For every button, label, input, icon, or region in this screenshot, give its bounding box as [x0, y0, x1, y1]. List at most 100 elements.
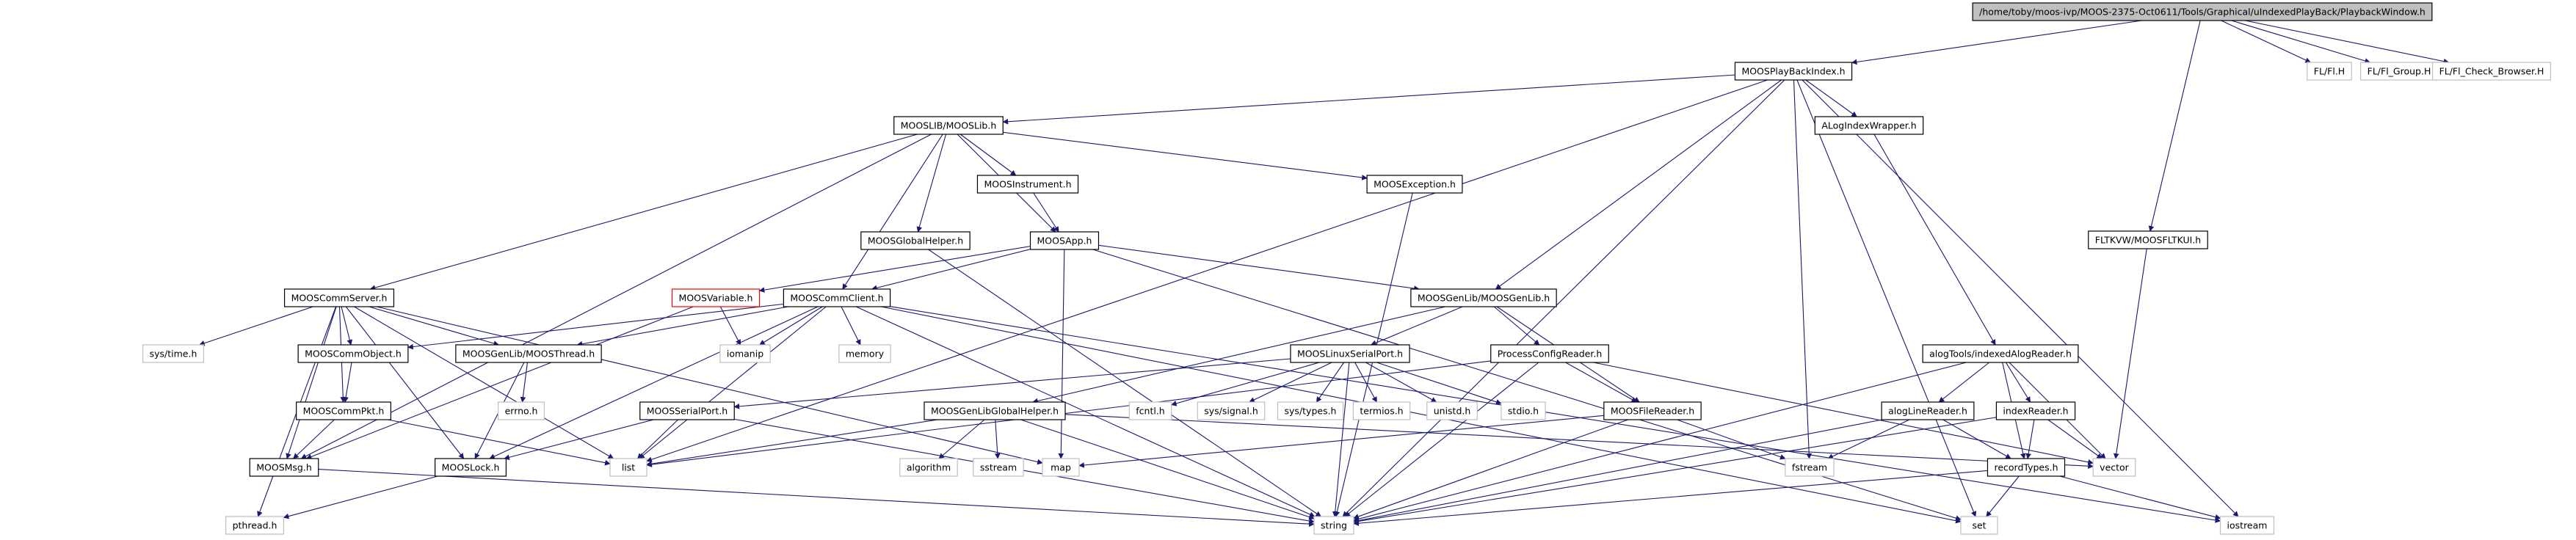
edge-indexedalog-to-indexreader: [2005, 362, 2031, 403]
node-box: [283, 288, 395, 307]
edge-commclient-to-mooslock: [489, 306, 819, 459]
node-recordtypes[interactable]: recordTypes.h: [1987, 458, 2066, 477]
edge-commserver-to-map: [376, 306, 1043, 465]
node-serialport[interactable]: MOOSSerialPort.h: [639, 401, 735, 420]
node-box: [1290, 344, 1410, 363]
node-list[interactable]: list: [609, 458, 647, 477]
node-box: [973, 458, 1024, 477]
node-fcntl[interactable]: fcntl.h: [1128, 401, 1172, 420]
node-commpkt[interactable]: MOOSCommPkt.h: [296, 401, 391, 420]
edge-playbackindex-to-list: [646, 79, 1768, 462]
node-sstream[interactable]: sstream: [973, 458, 1024, 477]
node-box: [1029, 231, 1100, 250]
node-moosmsg[interactable]: MOOSMsg.h: [249, 458, 319, 477]
node-label: FL/Fl.H: [2314, 66, 2345, 77]
edge-alogline-to-fstream: [1827, 419, 1910, 459]
node-moosapp[interactable]: MOOSApp.h: [1029, 231, 1100, 250]
node-fstream[interactable]: fstream: [1785, 458, 1835, 477]
edge-playbackindex-to-fstream: [1793, 79, 1813, 459]
node-label: indexReader.h: [2003, 406, 2068, 417]
node-label: MOOSGenLib/MOOSThread.h: [462, 349, 595, 360]
node-fl_fl[interactable]: FL/Fl.H: [2307, 62, 2352, 81]
node-fl_group[interactable]: FL/Fl_Group.H: [2360, 62, 2438, 81]
node-commserver[interactable]: MOOSCommServer.h: [283, 288, 395, 307]
node-systime[interactable]: sys/time.h: [142, 344, 204, 363]
node-label: MOOSInstrument.h: [984, 179, 1071, 190]
edge-processconfig-to-vector: [1593, 362, 2094, 465]
node-box: [719, 344, 771, 363]
node-indexedalog[interactable]: alogTools/indexedAlogReader.h: [1922, 344, 2079, 363]
node-iomanip[interactable]: iomanip: [719, 344, 771, 363]
edge-genlibhelper-to-string: [1020, 419, 1315, 520]
node-moosexception[interactable]: MOOSException.h: [1366, 175, 1463, 194]
edge-moosmsg-to-string: [318, 469, 1315, 527]
node-playbackindex[interactable]: MOOSPlayBackIndex.h: [1734, 62, 1853, 81]
node-iostream[interactable]: iostream: [2219, 516, 2275, 535]
node-vector[interactable]: vector: [2092, 458, 2136, 477]
node-globalhelper[interactable]: MOOSGlobalHelper.h: [860, 231, 970, 250]
node-systypes[interactable]: sys/types.h: [1277, 401, 1344, 420]
edge-commclient-to-memory: [841, 306, 861, 346]
node-mooslib[interactable]: MOOSLIB/MOOSLib.h: [893, 116, 1004, 135]
node-box: [455, 344, 602, 363]
node-label: /home/toby/moos-ivp/MOOS-2375-Oct0611/To…: [1979, 7, 2426, 18]
node-moosinstrument[interactable]: MOOSInstrument.h: [976, 175, 1079, 194]
node-label: MOOSLinuxSerialPort.h: [1297, 349, 1403, 360]
node-label: iostream: [2227, 520, 2268, 531]
edge-commclient-to-commobject: [407, 303, 784, 350]
node-termios[interactable]: termios.h: [1352, 401, 1411, 420]
edge-linuxserial-to-string: [1332, 362, 1350, 517]
edge-mooslock-to-pthread: [283, 475, 438, 519]
node-set[interactable]: set: [1960, 516, 1998, 535]
node-box: [1960, 516, 1998, 535]
node-box: [1785, 458, 1835, 477]
node-syssignal[interactable]: sys/signal.h: [1197, 401, 1266, 420]
node-label: MOOSApp.h: [1037, 236, 1092, 247]
node-commclient[interactable]: MOOSCommClient.h: [783, 288, 891, 307]
edge-serialport-to-mooslock: [504, 419, 654, 460]
node-label: MOOSGenLibGlobalHelper.h: [931, 406, 1059, 417]
node-alogindex[interactable]: ALogIndexWrapper.h: [1814, 116, 1924, 135]
node-box: [1426, 401, 1478, 420]
edge-commserver-to-moosmsg: [286, 306, 337, 459]
node-processconfig[interactable]: ProcessConfigReader.h: [1490, 344, 1609, 363]
node-memory[interactable]: memory: [838, 344, 891, 363]
node-string[interactable]: string: [1313, 516, 1354, 535]
node-genlib[interactable]: MOOSGenLib/MOOSGenLib.h: [1410, 288, 1557, 307]
node-fltkui[interactable]: FLTKVW/MOOSFLTKUI.h: [2088, 230, 2208, 249]
edge-mooslib-to-commserver: [369, 134, 918, 291]
node-linuxserial[interactable]: MOOSLinuxSerialPort.h: [1290, 344, 1410, 363]
edge-indexedalog-to-alogline: [1938, 362, 1990, 403]
node-unistd[interactable]: unistd.h: [1426, 401, 1478, 420]
edge-mooslib-to-commclient: [842, 134, 943, 290]
node-map[interactable]: map: [1042, 458, 1080, 477]
node-fl_check[interactable]: FL/Fl_Check_Browser.H: [2431, 62, 2552, 81]
node-box: [2360, 62, 2438, 81]
node-alogline[interactable]: alogLineReader.h: [1881, 401, 1975, 420]
node-filereader[interactable]: MOOSFileReader.h: [1603, 401, 1702, 420]
node-root[interactable]: /home/toby/moos-ivp/MOOS-2375-Oct0611/To…: [1972, 2, 2433, 21]
node-mooslock[interactable]: MOOSLock.h: [435, 458, 507, 477]
node-stdio[interactable]: stdio.h: [1501, 401, 1546, 420]
node-box: [297, 344, 409, 363]
edge-linuxserial-to-termios: [1354, 362, 1377, 403]
node-algorithm[interactable]: algorithm: [899, 458, 958, 477]
edge-serialport-to-string: [734, 418, 1315, 524]
node-pthread[interactable]: pthread.h: [225, 516, 285, 535]
edge-mooslib-to-globalhelper: [916, 134, 947, 233]
node-errno[interactable]: errno.h: [498, 401, 545, 420]
node-commobject[interactable]: MOOSCommObject.h: [297, 344, 409, 363]
edge-moosapp-to-commclient: [871, 249, 1031, 291]
node-genlibhelper[interactable]: MOOSGenLibGlobalHelper.h: [924, 401, 1066, 420]
node-box: [1042, 458, 1080, 477]
node-moosvariable[interactable]: MOOSVariable.h: [671, 288, 761, 307]
node-label: MOOSCommServer.h: [291, 293, 388, 304]
node-label: alogLineReader.h: [1888, 406, 1967, 417]
edge-genlibhelper-to-list: [646, 419, 938, 467]
node-indexreader[interactable]: indexReader.h: [1995, 401, 2076, 420]
node-label: MOOSGenLib/MOOSGenLib.h: [1418, 293, 1550, 304]
edge-genlibhelper-to-algorithm: [938, 419, 985, 459]
node-box: [1734, 62, 1853, 81]
node-moosthread[interactable]: MOOSGenLib/MOOSThread.h: [455, 344, 602, 363]
